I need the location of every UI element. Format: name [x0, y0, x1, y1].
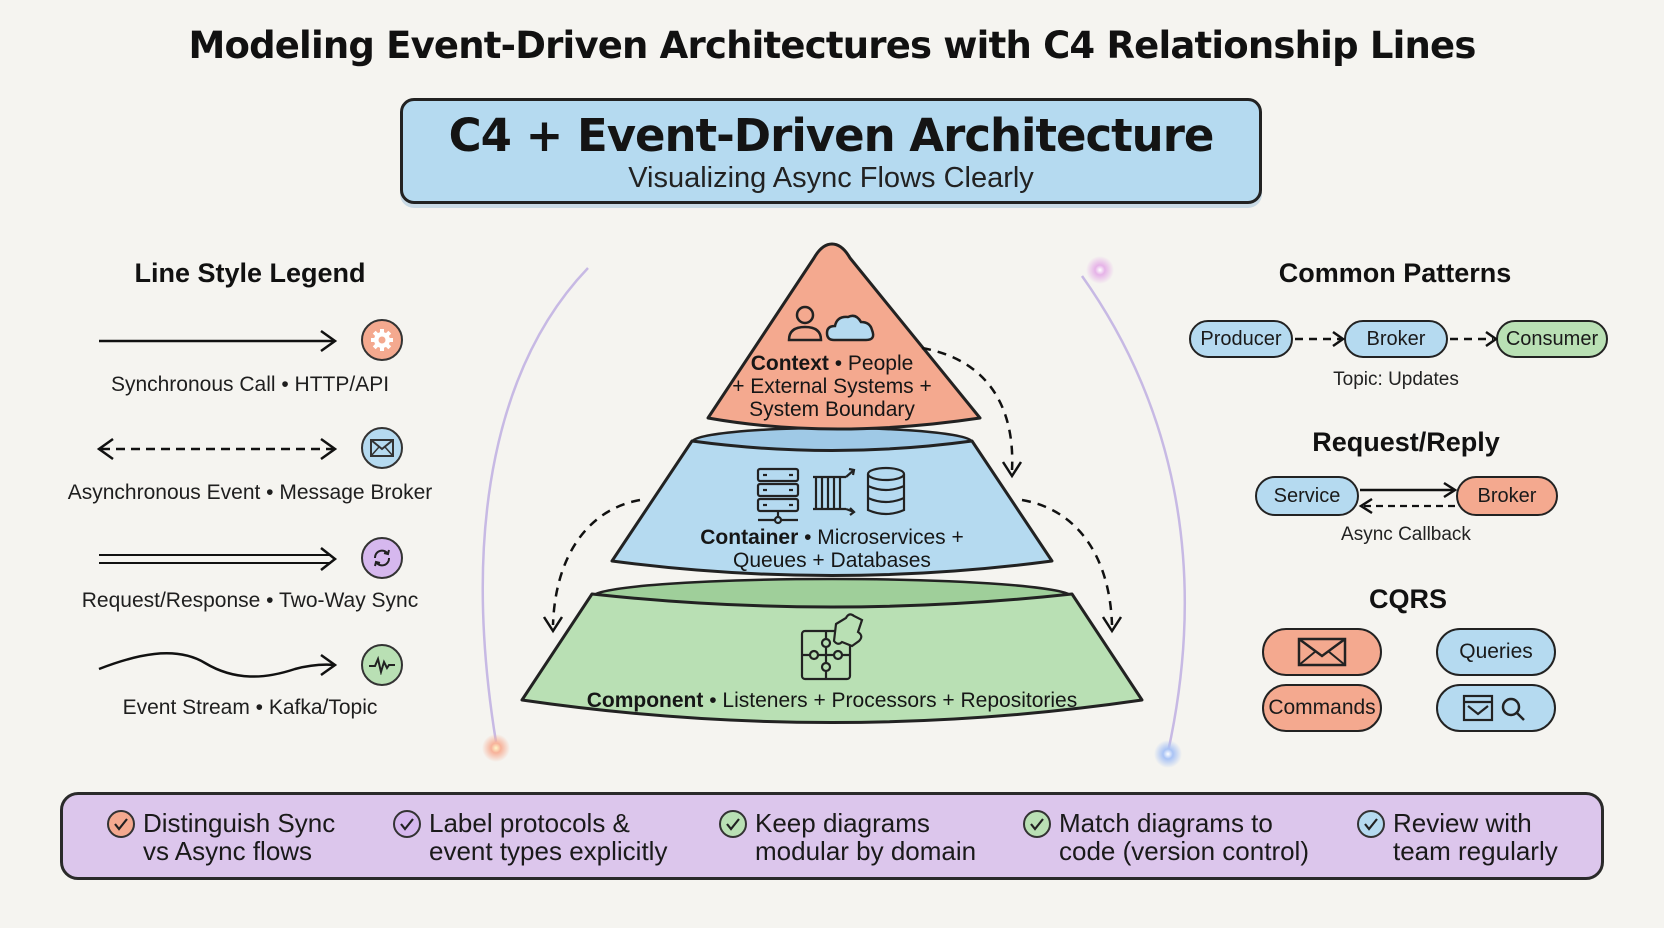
context-label: Context • People + External Systems + Sy…	[732, 352, 932, 421]
queue-icon	[813, 467, 856, 516]
legend-label: Request/Response • Two-Way Sync	[81, 589, 419, 612]
queries-icon-pill	[1436, 684, 1556, 732]
pulse-icon	[361, 644, 403, 686]
cloud-icon	[825, 314, 875, 342]
right-arc	[1080, 275, 1186, 753]
reply-broker-node: Broker	[1456, 476, 1558, 516]
check-icon	[107, 810, 135, 838]
solid-arrow-line	[99, 329, 338, 353]
consumer-node: Consumer	[1496, 320, 1608, 358]
refresh-icon	[361, 537, 403, 579]
database-icon	[866, 466, 906, 516]
gear-icon	[361, 319, 403, 361]
person-icon	[787, 305, 823, 342]
legend-label: Event Stream • Kafka/Topic	[122, 696, 378, 719]
cqrs-title: CQRS	[1368, 584, 1447, 614]
component-tier	[520, 577, 1144, 724]
request-reply-arrows	[1358, 481, 1458, 515]
check-icon	[1023, 810, 1051, 838]
envelope-icon	[1297, 637, 1347, 667]
glow-dot	[1154, 740, 1182, 768]
component-name: Component	[586, 689, 704, 712]
container-label: Container • Microservices + Queues + Dat…	[700, 526, 964, 572]
legend-label: Synchronous Call • HTTP/API	[110, 373, 390, 396]
glow-dot	[482, 734, 510, 762]
context-name: Context	[750, 352, 829, 375]
pubsub-arrows	[1295, 330, 1499, 348]
banner-subtitle: Visualizing Async Flows Clearly	[628, 162, 1034, 194]
banner: C4 + Event-Driven Architecture Visualizi…	[400, 98, 1262, 204]
envelope-icon	[361, 427, 403, 469]
puzzle-icon	[800, 613, 864, 681]
patterns-title: Common Patterns	[1278, 258, 1512, 288]
banner-title: C4 + Event-Driven Architecture	[448, 109, 1215, 162]
glow-dot	[1086, 256, 1114, 284]
service-node: Service	[1255, 476, 1359, 516]
container-name: Container	[700, 526, 799, 549]
search-icon	[1501, 697, 1525, 721]
commands-node: Commands	[1262, 684, 1382, 732]
check-icon	[719, 810, 747, 838]
component-label: Component • Listeners + Processors + Rep…	[586, 689, 1078, 712]
check-icon	[393, 810, 421, 838]
check-icon	[1357, 810, 1385, 838]
queries-node: Queries	[1436, 628, 1556, 676]
legend-title: Line Style Legend	[134, 258, 366, 288]
left-arc	[481, 267, 589, 743]
inbox-icon	[1462, 694, 1494, 722]
tip-item: Label protocols &event types explicitly	[393, 809, 667, 865]
arrowheads	[542, 461, 1123, 634]
wavy-arrow-line	[98, 652, 338, 678]
producer-node: Producer	[1189, 320, 1293, 358]
main-title: Modeling Event-Driven Architectures with…	[188, 24, 1476, 67]
request-reply-caption: Async Callback	[1341, 524, 1471, 545]
server-icon	[756, 467, 800, 525]
double-line-arrow	[99, 547, 338, 571]
flow-arrow	[551, 346, 1114, 626]
request-reply-title: Request/Reply	[1312, 427, 1500, 457]
legend-label: Asynchronous Event • Message Broker	[67, 481, 433, 504]
pubsub-caption: Topic: Updates	[1333, 369, 1459, 390]
commands-icon-pill	[1262, 628, 1382, 676]
dashed-arrow-line	[96, 437, 338, 461]
